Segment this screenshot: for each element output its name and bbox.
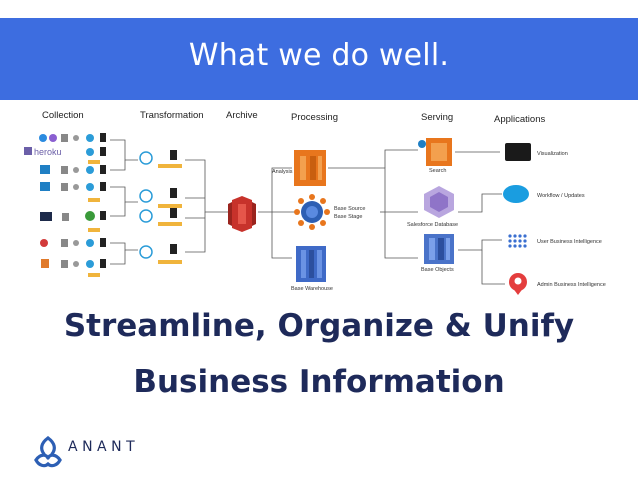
column-transformation: Transformation bbox=[140, 110, 204, 121]
salesforce-database-icon bbox=[424, 186, 454, 218]
collection-row-1 bbox=[39, 133, 106, 142]
collection-row-3 bbox=[40, 165, 106, 174]
serving-connectors bbox=[328, 149, 418, 259]
base-objects-label: Base Objects bbox=[421, 267, 454, 273]
title-banner bbox=[0, 18, 638, 100]
tagline-line-2: Business Information bbox=[133, 364, 505, 400]
base-stage-label: Base Stage bbox=[334, 214, 362, 220]
search-service-icon bbox=[418, 138, 452, 166]
tagline-line-1: Streamline, Organize & Unify bbox=[63, 308, 575, 344]
workflow-app: Workflow / Updates bbox=[503, 185, 585, 203]
user-bi-label: User Business Intelligence bbox=[537, 239, 602, 245]
collection-docker-icons bbox=[88, 160, 100, 277]
archive-connectors bbox=[185, 159, 228, 253]
page-title: What we do well. bbox=[188, 38, 450, 73]
heroku-label: heroku bbox=[34, 147, 62, 157]
collection-row-4 bbox=[40, 182, 106, 191]
column-archive: Archive bbox=[226, 110, 258, 121]
base-objects-icon bbox=[424, 234, 454, 264]
workflow-label: Workflow / Updates bbox=[537, 193, 585, 199]
visualization-icon bbox=[505, 143, 531, 161]
base-source-hub-icon bbox=[294, 194, 330, 230]
column-serving: Serving bbox=[421, 112, 453, 123]
analysis-icon bbox=[294, 150, 326, 186]
admin-bi-label: Admin Business Intelligence bbox=[537, 282, 606, 288]
transformation-row-4 bbox=[139, 244, 182, 264]
column-processing: Processing bbox=[291, 112, 338, 123]
admin-bi-app: Admin Business Intelligence bbox=[509, 273, 606, 295]
visualization-app: Visualization bbox=[505, 143, 568, 161]
architecture-diagram: Collection Transformation Archive Proces… bbox=[24, 110, 606, 295]
heroku-row: heroku bbox=[24, 147, 106, 157]
search-label: Search bbox=[429, 168, 446, 174]
visualization-label: Visualization bbox=[537, 151, 568, 157]
transformation-blocks bbox=[139, 150, 182, 264]
collection-row-5 bbox=[40, 211, 106, 221]
column-collection: Collection bbox=[42, 110, 84, 121]
base-warehouse-label: Base Warehouse bbox=[291, 286, 333, 292]
collection-row-7 bbox=[41, 259, 106, 268]
brand-name: ANANT bbox=[68, 439, 140, 455]
anant-logo-icon bbox=[34, 436, 62, 468]
collection-connectors bbox=[110, 139, 138, 265]
salesforce-cloud-icon bbox=[503, 185, 529, 203]
gear-icon bbox=[86, 134, 94, 142]
transformation-row-2 bbox=[139, 188, 182, 208]
archive-bucket-icon bbox=[228, 196, 256, 232]
grid-dots-icon bbox=[508, 234, 527, 248]
base-warehouse-icon bbox=[296, 246, 326, 282]
processing-connectors bbox=[258, 167, 296, 259]
application-connectors bbox=[455, 151, 505, 285]
transformation-row-3 bbox=[139, 208, 182, 226]
collection-row-6 bbox=[40, 238, 106, 247]
transformation-row-1 bbox=[139, 150, 182, 168]
analysis-label: Analysis bbox=[272, 169, 293, 175]
collection-sources: heroku bbox=[24, 133, 106, 277]
base-source-label: Base Source bbox=[334, 206, 366, 212]
column-applications: Applications bbox=[494, 114, 545, 125]
salesforce-database-label: Salesforce Database bbox=[407, 222, 458, 228]
user-bi-app: User Business Intelligence bbox=[508, 234, 602, 248]
